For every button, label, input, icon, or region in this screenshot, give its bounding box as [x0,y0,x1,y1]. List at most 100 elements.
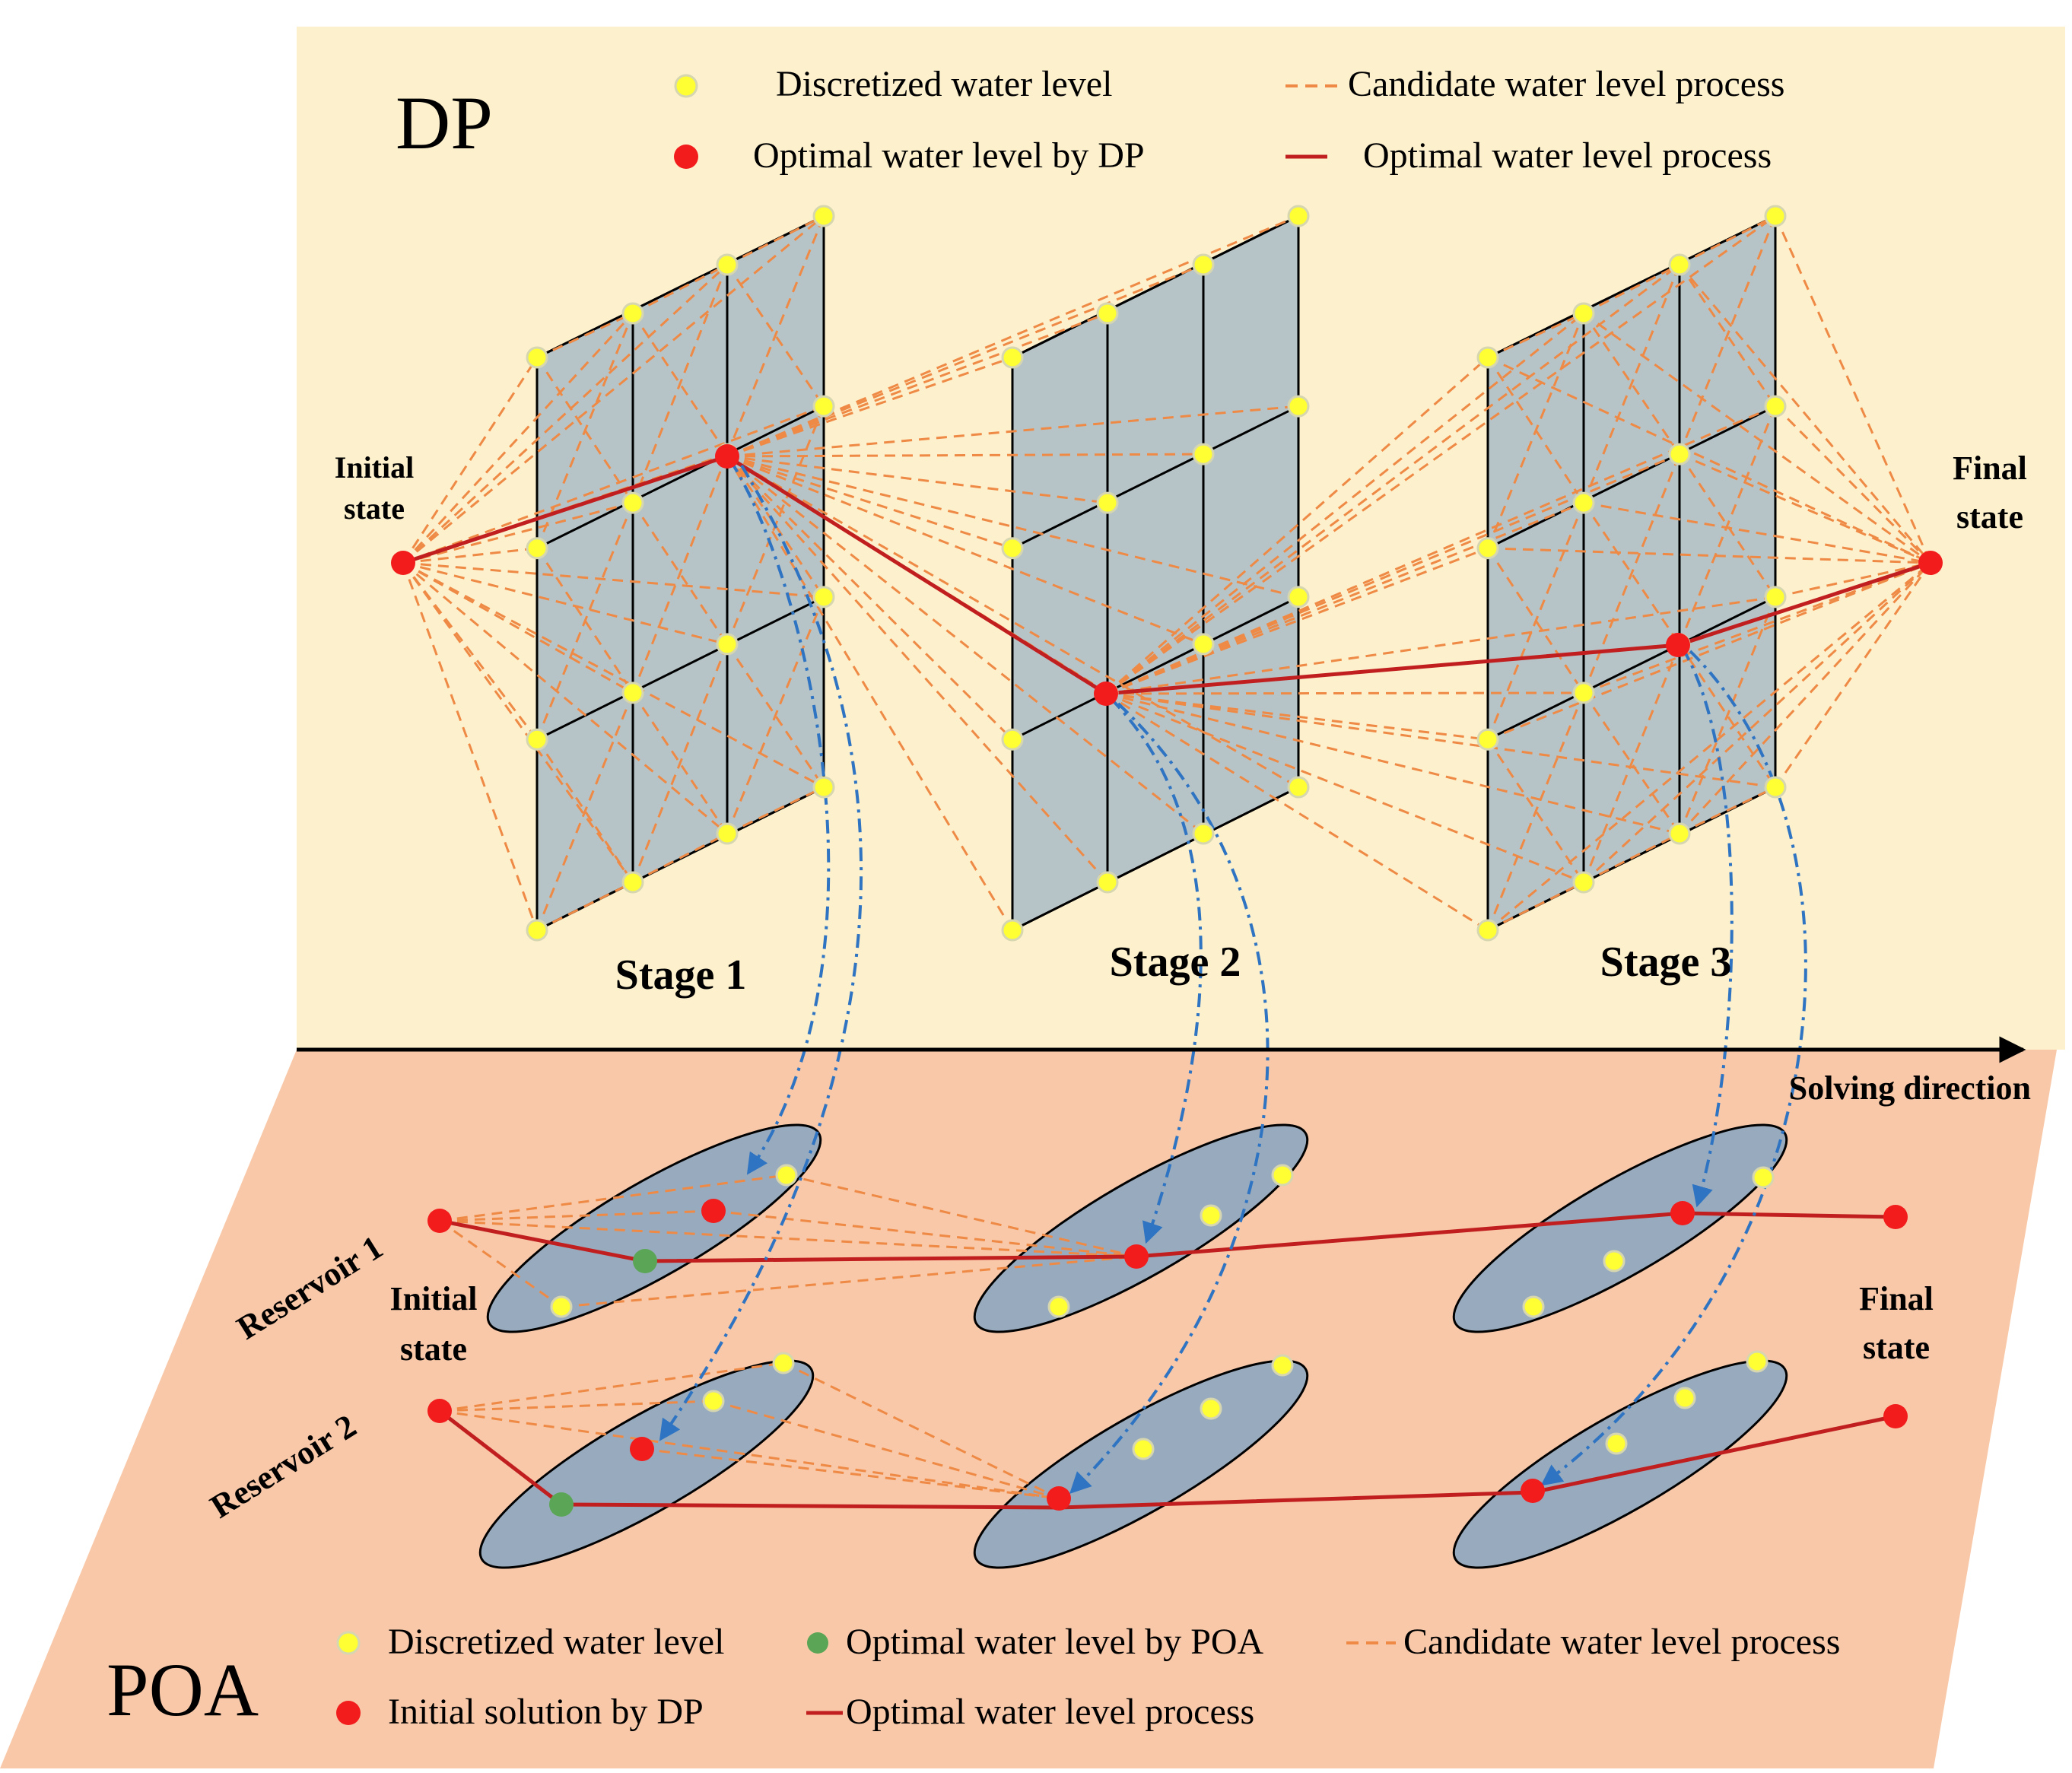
candidate-line [1678,405,1777,645]
stage-1-label: Stage 1 [615,952,747,999]
candidate-line [1582,502,1681,645]
candidate-line [535,547,634,694]
poa-discretized-point [1752,1166,1775,1189]
candidate-line [535,357,634,504]
candidate-line [726,356,1013,458]
candidate-line [402,547,538,564]
candidate-line [402,214,825,564]
candidate-line [1487,312,1584,359]
candidate-line [1105,501,1584,695]
candidate-line [726,643,825,788]
candidate-line [1105,692,1489,932]
candidate-line [402,405,825,564]
candidate-line [1486,357,1585,504]
dp-final-state-label-2: state [1956,498,2023,535]
candidate-line [1678,264,1932,564]
discretized-water-level-point [1764,586,1787,608]
candidate-line [631,453,729,694]
poa-legend-optimal-process-label: Optimal water level process [846,1692,1254,1732]
mapping-arrow-3 [1109,697,1203,1244]
poa-optimal-point [633,1249,657,1273]
candidate-line [1582,561,1932,884]
discretized-water-level-point [1476,919,1499,942]
candidate-line [439,1400,714,1412]
discretized-water-level-point [1764,205,1787,227]
discretized-water-level-point [1192,443,1215,465]
discretized-water-level-point [526,346,548,369]
mapping-arrow-5 [1681,647,1734,1208]
stage-panels [535,214,1777,933]
candidate-line [1678,643,1777,788]
candidate-line [726,455,1014,741]
panel-row-line [1012,405,1299,550]
discretized-water-level-point [1764,395,1787,418]
candidate-line [1583,501,1931,564]
candidate-line [726,455,1299,599]
candidate-line [1774,215,1932,564]
poa-initial-solution-point [1670,1201,1695,1225]
dp-initial-state-label-2: state [344,491,405,526]
candidate-line [726,786,825,835]
legend-optimal-process-label: Optimal water level process [1363,135,1772,176]
candidate-line [726,456,1109,883]
poa-discretized-point [1200,1204,1222,1227]
poa-discretized-point [550,1295,573,1318]
poa-discretized-point [1603,1250,1626,1273]
poa-discretized-point [702,1390,725,1412]
discretized-water-level-point [1001,728,1024,751]
discretized-water-level-point [621,491,644,514]
poa-initial-state-label-2: state [400,1330,467,1368]
panel-row-line [536,405,825,550]
discretized-water-level-point [1572,682,1595,704]
discretized-water-level-point [621,682,644,704]
reservoir-ellipse-1 [486,1123,822,1333]
candidate-line [1105,312,1584,695]
discretized-water-level-point [812,205,835,227]
discretized-water-level-point [1572,871,1595,894]
poa-discretized-point [1271,1354,1294,1377]
poa-discretized-point [1200,1397,1222,1420]
poa-legend-discretized-label: Discretized water level [388,1622,724,1662]
candidate-line [726,455,1108,504]
candidate-line [1678,596,1777,834]
discretized-water-level-point [812,395,835,418]
candidate-line [726,214,825,266]
candidate-line [402,263,729,564]
poa-initial-solution-point [427,1209,452,1233]
poa-legend-optimal-poa-marker [807,1632,828,1654]
poa-discretized-point [1605,1432,1628,1455]
candidate-line [402,312,634,564]
discretized-water-level-point [1192,822,1215,845]
discretized-water-level-point [526,537,548,560]
candidate-line [1583,832,1680,884]
candidate-line [1774,405,1932,564]
candidate-line [726,312,1108,458]
discretized-water-level-point [1192,633,1215,656]
dp-initial-state-label-1: Initial [335,450,414,485]
solving-direction-label: Solving direction [1789,1069,2031,1107]
candidate-line [1105,263,1680,695]
candidate-line [726,455,1299,789]
candidate-line [1678,453,1777,598]
candidate-line [1486,692,1585,931]
poa-legend-initial-solution-label: Initial solution by DP [388,1692,704,1732]
candidate-line [1105,691,1584,695]
discretized-water-level-point [1668,443,1691,465]
candidate-line [632,263,728,315]
candidate-line [631,692,729,834]
candidate-line [1583,561,1931,694]
candidate-line [536,312,634,359]
candidate-line [1105,692,1584,884]
legend-discretized-label: Discretized water level [776,64,1112,104]
poa-legend-initial-solution-marker [336,1701,361,1725]
mapping-arrow-4 [1069,702,1270,1494]
dp-initial-state-point [391,551,415,575]
candidate-line [1582,643,1681,883]
poa-discretized-point [775,1164,798,1187]
candidate-line [726,453,1204,458]
candidate-line [631,643,729,883]
dp-optimal-point-stage-3 [1666,633,1690,657]
discretized-water-level-point [1476,537,1499,560]
candidate-line [536,881,634,932]
